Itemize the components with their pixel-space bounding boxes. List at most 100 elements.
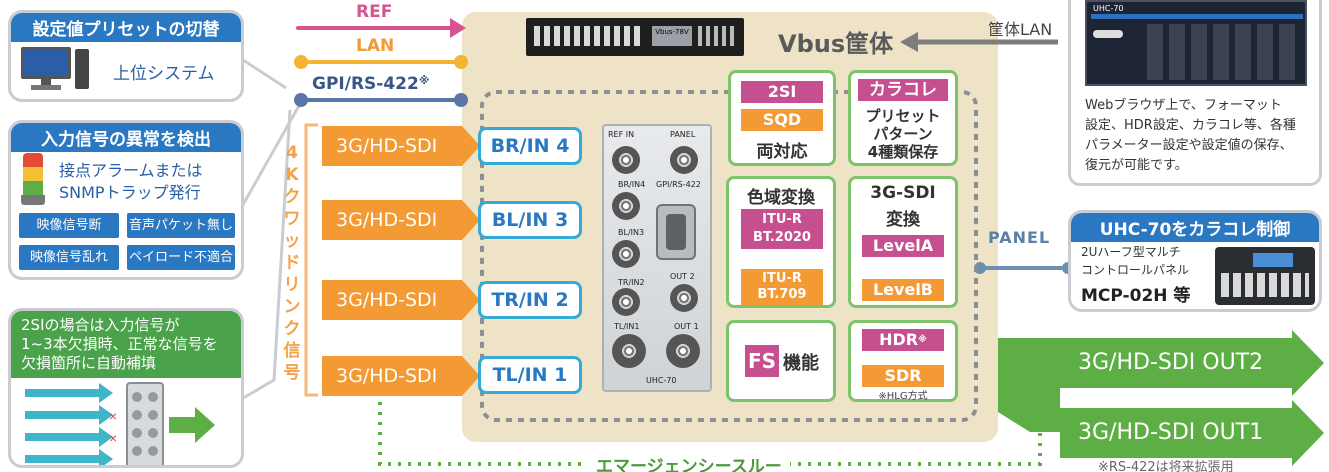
- colorcorr-box: カラコレ プリセット パターン 4種類保存: [848, 70, 958, 166]
- tag-sqd: SQD: [741, 109, 823, 131]
- svg-text:×: ×: [109, 408, 117, 424]
- input-arrow-head: [462, 200, 480, 240]
- input-arrow-4: 3G/HD-SDI: [322, 126, 480, 166]
- gpi-line: [300, 98, 462, 102]
- colorcorr-line1: プリセット: [865, 107, 941, 125]
- signal-tower-icon: [21, 153, 47, 209]
- ref-line: [296, 26, 452, 30]
- auto-fill-illustration: × ×: [25, 382, 215, 465]
- sqd-support-text: 両対応: [756, 142, 808, 162]
- quad-link-char: リ: [283, 275, 301, 295]
- quad-link-char: 号: [283, 363, 301, 383]
- upper-system-label: 上位システム: [113, 64, 215, 84]
- auto-fill-line1: 2SIの場合は入力信号が: [21, 316, 180, 334]
- preset-switch-title: 設定値プリセットの切替: [11, 13, 241, 42]
- auto-fill-line3: 欠損箇所に自動補填: [21, 354, 157, 372]
- quad-link-char: ド: [283, 253, 301, 273]
- lan-end-dot-right: [454, 55, 468, 69]
- chassis-title: Vbus筐体: [778, 30, 894, 58]
- gpi-end-dot: [294, 93, 308, 107]
- connector: [612, 192, 640, 220]
- module-label-br-in4: BR/IN4: [618, 180, 646, 189]
- ref-label: REF: [356, 2, 393, 22]
- tag-fs: FS: [745, 345, 779, 377]
- web-ui-screenshot: UHC-70: [1085, 0, 1307, 86]
- connector: [666, 334, 700, 368]
- mcp-line1: 2Uハーフ型マルチ: [1081, 245, 1181, 259]
- input-arrow-2: 3G/HD-SDI: [322, 280, 480, 320]
- quad-link-char: ク: [283, 187, 301, 207]
- alarm-tag-payload-mismatch: ペイロード不適合: [127, 245, 235, 270]
- port-tl-in1: TL/IN 1: [478, 356, 582, 394]
- module-label-ref-in: REF IN: [608, 130, 635, 139]
- alarm-tag-no-audio: 音声パケット無し: [127, 213, 235, 238]
- tag-2si: 2SI: [741, 81, 823, 103]
- quad-link-char: ワ: [283, 209, 301, 229]
- hlg-note: ※HLG方式: [878, 391, 928, 402]
- chassis-lan-label: 筐体LAN: [988, 20, 1053, 39]
- module-label-bl-in3: BL/IN3: [618, 228, 645, 237]
- sdi3g-line2: 変換: [886, 210, 920, 230]
- output-arrow-head: [1292, 330, 1324, 396]
- colorcorr-line2: パターン: [873, 125, 933, 143]
- hdr-box: HDR※ SDR ※HLG方式: [848, 320, 958, 402]
- panel-link-label: PANEL: [988, 228, 1051, 247]
- auto-fill-line2: 1~3本欠損時、正常な信号を: [21, 335, 218, 353]
- connector: [670, 146, 698, 174]
- alarm-panel-title: 入力信号の異常を検出: [11, 123, 241, 152]
- gamut-from-box: ITU-R BT.2020: [741, 209, 823, 249]
- footnote: ※RS-422は将来拡張用: [1098, 460, 1234, 472]
- tag-colorcorr: カラコレ: [858, 79, 948, 101]
- input-arrow-3: 3G/HD-SDI: [322, 200, 480, 240]
- gamut-from-line1: ITU-R: [762, 212, 802, 227]
- alarm-line1: 接点アラームまたは: [59, 161, 203, 180]
- rack-device-label: Vbus-78V: [655, 28, 689, 36]
- port-bl-in3: BL/IN 3: [478, 201, 582, 239]
- dsub-connector: [656, 204, 696, 260]
- module-label-model: UHC-70: [646, 376, 677, 385]
- hdr-mark: ※: [918, 335, 927, 345]
- input-signal-3: 3G/HD-SDI: [322, 200, 462, 240]
- connector: [670, 284, 698, 312]
- input-signal-4: 3G/HD-SDI: [322, 126, 462, 166]
- connector: [612, 146, 640, 174]
- web-desc-line2: 設定、HDR設定、カラコレ等、各種: [1085, 118, 1296, 133]
- output-arrow-1: 3G/HD-SDI OUT1: [1060, 400, 1324, 466]
- alarm-tag-video-loss: 映像信号断: [19, 213, 119, 238]
- module-label-panel: PANEL: [670, 130, 696, 139]
- svg-text:×: ×: [109, 430, 117, 446]
- sdi3g-conversion-box: 3G-SDI 変換 LevelA LevelB: [848, 176, 958, 308]
- mcp-model: MCP-02H 等: [1081, 286, 1191, 306]
- hdr-text: HDR: [879, 330, 919, 349]
- sqd-2si-box: 2SI SQD 両対応: [728, 70, 836, 166]
- connector: [612, 240, 640, 268]
- gamut-to-line1: ITU-R: [762, 271, 802, 286]
- mcp-line2: コントロールパネル: [1081, 263, 1190, 277]
- gpi-label-text: GPI/RS-422: [312, 74, 419, 94]
- module-label-out2: OUT 2: [670, 272, 695, 281]
- connector: [612, 288, 640, 316]
- input-arrow-1: 3G/HD-SDI: [322, 356, 480, 396]
- input-signal-2: 3G/HD-SDI: [322, 280, 462, 320]
- port-tr-in2: TR/IN 2: [478, 281, 582, 319]
- mcp-title: UHC-70をカラコレ制御: [1071, 213, 1319, 242]
- web-desc: Webブラウザ上で、フォーマット 設定、HDR設定、カラコレ等、各種 パラメータ…: [1085, 96, 1296, 176]
- gamut-conversion-box: 色域変換 ITU-R BT.2020 ITU-R BT.709: [726, 176, 836, 308]
- tag-sdr: SDR: [862, 365, 944, 387]
- gamut-from-line2: BT.2020: [753, 230, 811, 245]
- quad-link-char: ッ: [283, 231, 301, 251]
- tag-level-b: LevelB: [862, 279, 944, 301]
- auto-fill-panel: 2SIの場合は入力信号が 1~3本欠損時、正常な信号を 欠損箇所に自動補填 × …: [8, 308, 244, 468]
- ref-arrow-head: [450, 18, 466, 38]
- input-signal-1: 3G/HD-SDI: [322, 356, 462, 396]
- uhc70-module: REF IN PANEL BR/IN4 GPI/RS-422 BL/IN3 TR…: [602, 124, 712, 392]
- gamut-title: 色域変換: [747, 188, 815, 208]
- sdi3g-line1: 3G-SDI: [870, 183, 936, 203]
- vbus-rack-device: Vbus-78V: [526, 18, 744, 56]
- input-arrow-head: [462, 126, 480, 166]
- tag-hdr: HDR※: [862, 329, 944, 351]
- web-desc-line3: パラメーター設定や設定値の保存、: [1085, 138, 1293, 153]
- output-arrow-2: 3G/HD-SDI OUT2: [1060, 330, 1324, 396]
- gpi-end-dot-right: [454, 93, 468, 107]
- fs-text: 機能: [783, 353, 819, 374]
